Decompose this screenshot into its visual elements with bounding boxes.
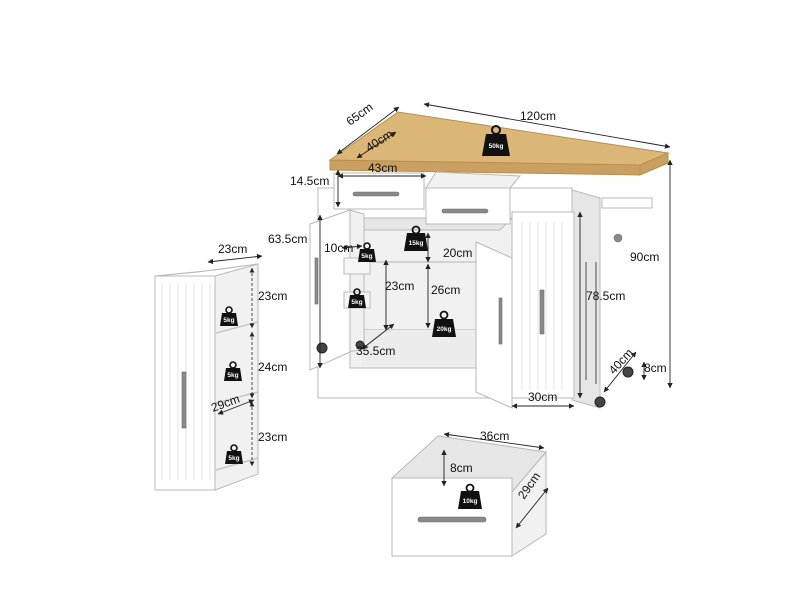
dim-drawer-inner-width: 36cm (480, 429, 509, 443)
dim-side-width: 30cm (528, 390, 557, 404)
weight-tower-rack-2-label: 5kg (227, 372, 238, 379)
dim-tower-shelf-1: 23cm (258, 289, 287, 303)
dim-cabinet-height: 63.5cm (268, 232, 307, 246)
side-tower (154, 263, 259, 491)
dim-depth-top: 65cm (344, 100, 376, 129)
weight-door-rack-2-label: 5kg (351, 299, 362, 306)
weight-door-rack-2-icon: 5kg (348, 288, 366, 308)
dim-inner-width: 35.5cm (356, 344, 395, 358)
dim-drawer-width: 43cm (368, 161, 397, 175)
weight-inner-shelf-icon: 15kg (404, 225, 428, 251)
weight-tower-rack-2-icon: 5kg (224, 361, 242, 381)
dim-drawer-inner-height: 8cm (450, 461, 473, 475)
top-drawer-right[interactable] (425, 187, 511, 225)
dim-door-shelf-gap: 23cm (385, 279, 414, 293)
weight-icons: 50kg 15kg 20kg 5kg 5kg 5k (220, 125, 510, 509)
dim-side-height: 78.5cm (586, 289, 625, 303)
dim-inner-shelf-upper: 20cm (443, 246, 472, 260)
weight-bottom-shelf-label: 20kg (437, 326, 452, 333)
weight-tower-rack-3-icon: 5kg (225, 444, 243, 464)
side-hook (613, 233, 623, 243)
towel-bar (601, 197, 653, 209)
dim-total-height: 90cm (630, 250, 659, 264)
weight-top-icon: 50kg (482, 125, 510, 156)
weight-tower-rack-3-label: 5kg (228, 455, 239, 462)
weight-door-rack-1-icon: 5kg (358, 242, 376, 262)
weight-inner-shelf-label: 15kg (409, 240, 424, 247)
weight-tower-rack-1-icon: 5kg (220, 306, 238, 326)
weight-tower-rack-1-label: 5kg (223, 317, 234, 324)
weight-drawer-label: 10kg (463, 498, 478, 505)
drawer-handle-left[interactable] (352, 191, 400, 197)
right-closed-door[interactable] (511, 211, 575, 399)
dim-inner-shelf-height: 26cm (431, 283, 460, 297)
top-drawer-left[interactable] (333, 172, 425, 210)
weight-top-label: 50kg (489, 143, 504, 150)
drawer-handle[interactable] (417, 516, 487, 523)
dimension-labels: 65cm 120cm 40cm 14.5cm 43cm 63.5cm 10cm … (209, 100, 666, 502)
center-open-door[interactable] (475, 241, 513, 409)
dimension-lines (207, 102, 673, 529)
weight-bottom-shelf-icon: 20kg (432, 310, 456, 337)
dim-tower-shelf-3: 23cm (258, 430, 287, 444)
dim-width-top: 120cm (520, 109, 556, 123)
dim-tower-shelf-2: 24cm (258, 360, 287, 374)
dim-door-rack-depth: 10cm (324, 241, 353, 255)
weight-drawer-icon: 10kg (458, 483, 482, 509)
drawer-handle-right[interactable] (441, 208, 489, 214)
weight-door-rack-1-label: 5kg (361, 253, 372, 260)
dim-tower-width: 23cm (218, 242, 247, 256)
dim-wheel-height: 8cm (644, 361, 667, 375)
dim-drawer-height: 14.5cm (290, 174, 329, 188)
tower-handle[interactable] (181, 371, 187, 429)
